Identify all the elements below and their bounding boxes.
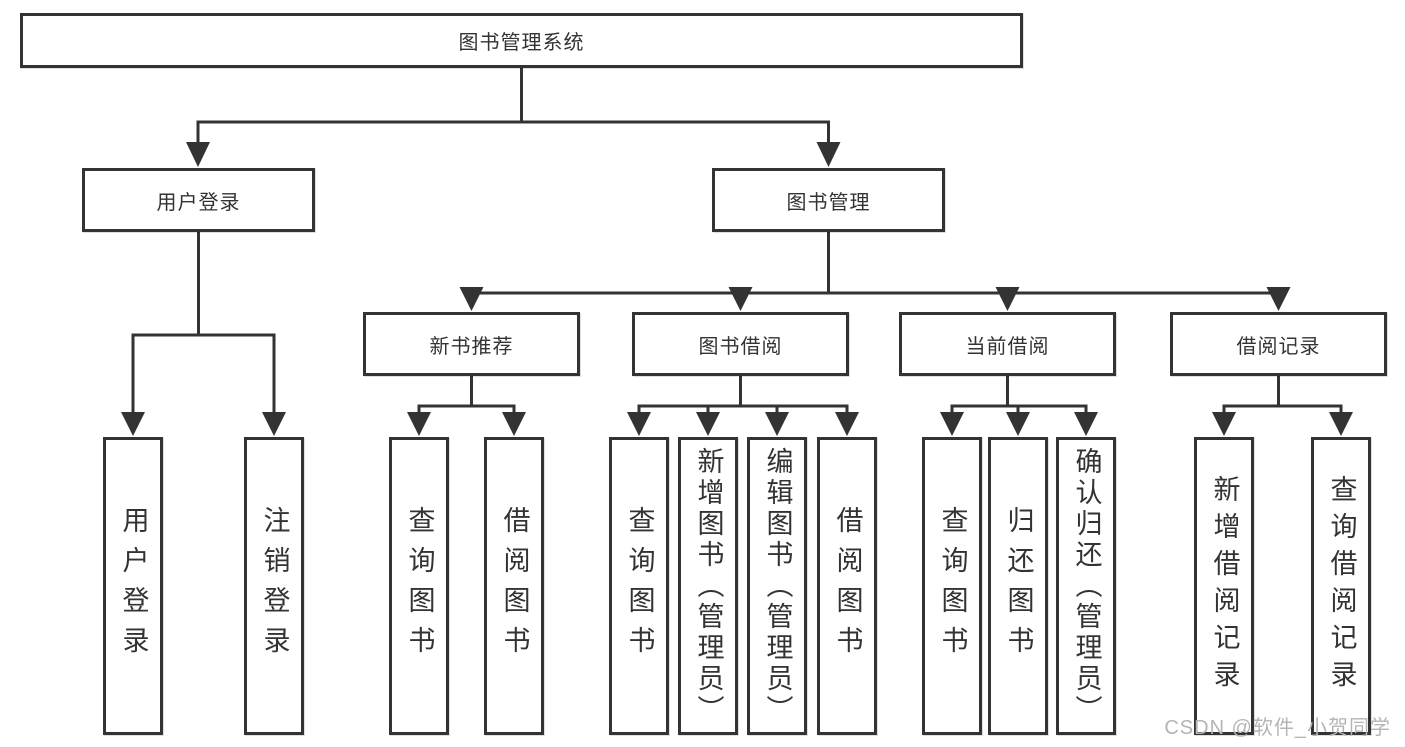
node-book-management-label: 图书管理: [786, 191, 871, 214]
leaf-query-borrow-record-label: 查询借阅记录: [1326, 475, 1357, 697]
leaf-edit-book-admin-label: 编辑图书（管理员）: [762, 446, 793, 726]
leaf-user-login: 用户登录: [103, 437, 163, 735]
leaf-return-book-label: 归还图书: [1003, 506, 1034, 666]
connector-segments: [131, 66, 1343, 415]
arrowheads: [121, 142, 1353, 436]
csdn-watermark: CSDN @软件_小贺同学: [1164, 717, 1391, 739]
leaf-add-borrow-record-label: 新增借阅记录: [1209, 475, 1240, 697]
node-new-book-recommend: 新书推荐: [363, 312, 580, 376]
node-book-management: 图书管理: [712, 168, 945, 232]
node-user-login-label: 用户登录: [156, 191, 241, 214]
leaf-edit-book-admin: 编辑图书（管理员）: [747, 437, 807, 735]
leaf-query-books-recommend-label: 查询图书: [404, 506, 435, 666]
node-current-borrow: 当前借阅: [899, 312, 1116, 376]
node-new-book-recommend-label: 新书推荐: [429, 335, 514, 358]
leaf-query-books-current-label: 查询图书: [937, 506, 968, 666]
node-borrow-records-label: 借阅记录: [1236, 335, 1321, 358]
leaf-confirm-return-admin-label: 确认归还（管理员）: [1071, 446, 1102, 726]
leaf-add-book-admin: 新增图书（管理员）: [678, 437, 738, 735]
node-user-login: 用户登录: [82, 168, 315, 232]
leaf-add-book-admin-label: 新增图书（管理员）: [693, 446, 724, 726]
node-root-system: 图书管理系统: [20, 13, 1023, 68]
leaf-query-books-recommend: 查询图书: [389, 437, 449, 735]
leaf-logout: 注销登录: [244, 437, 304, 735]
leaf-borrow-book-recommend-label: 借阅图书: [499, 506, 530, 666]
leaf-borrow-book: 借阅图书: [817, 437, 877, 735]
node-borrow-records: 借阅记录: [1170, 312, 1387, 376]
leaf-query-borrow-record: 查询借阅记录: [1311, 437, 1371, 735]
node-book-borrow: 图书借阅: [632, 312, 849, 376]
node-book-borrow-label: 图书借阅: [698, 335, 783, 358]
leaf-confirm-return-admin: 确认归还（管理员）: [1056, 437, 1116, 735]
leaf-return-book: 归还图书: [988, 437, 1048, 735]
leaf-add-borrow-record: 新增借阅记录: [1194, 437, 1254, 735]
leaf-borrow-book-label: 借阅图书: [832, 506, 863, 666]
node-root-label: 图书管理系统: [458, 32, 585, 54]
leaf-borrow-book-recommend: 借阅图书: [484, 437, 544, 735]
leaf-logout-label: 注销登录: [259, 506, 290, 666]
leaf-query-books-borrow-label: 查询图书: [624, 506, 655, 666]
leaf-query-books-current: 查询图书: [922, 437, 982, 735]
leaf-query-books-borrow: 查询图书: [609, 437, 669, 735]
leaf-user-login-label: 用户登录: [118, 506, 149, 666]
node-current-borrow-label: 当前借阅: [965, 335, 1050, 358]
